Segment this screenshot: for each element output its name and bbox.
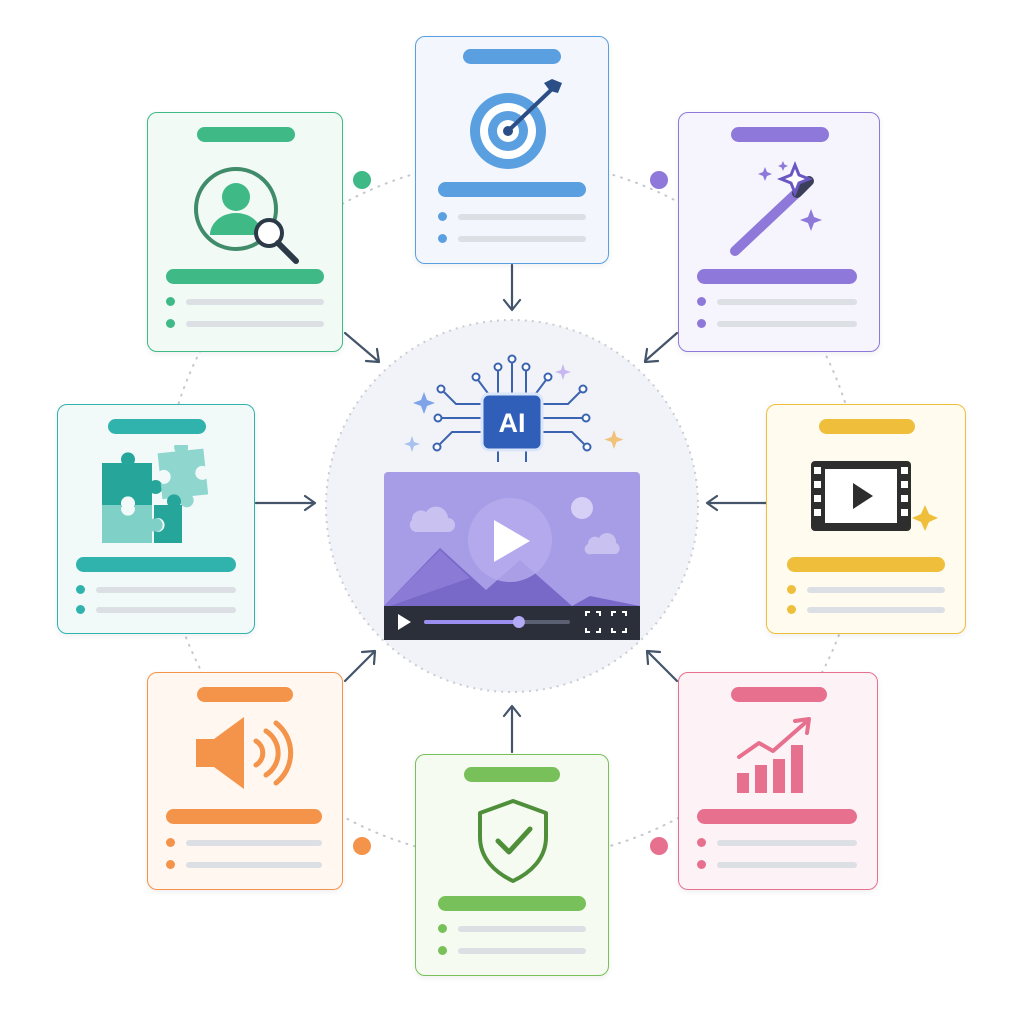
sparkle-icon [404, 436, 420, 452]
card-content-bar [697, 269, 857, 284]
ai-chip [480, 392, 544, 452]
card-bullet-dot [166, 319, 175, 328]
card-bullet-dot [697, 297, 706, 306]
hub-dot-bottom-left [353, 837, 371, 855]
card-title-bar [197, 687, 293, 702]
controls-play-icon [398, 614, 411, 630]
cloud-icon [584, 533, 620, 555]
sparkle-icon [604, 430, 624, 449]
card-text-line [717, 321, 857, 327]
hub-dot-top-right [650, 171, 668, 189]
card-title-bar [464, 767, 560, 782]
card-bullet-dot [76, 585, 85, 594]
circuit-nodes [432, 354, 592, 452]
progress-knob [512, 616, 525, 628]
video-player [384, 472, 640, 640]
card-text-line [96, 607, 236, 613]
card-audio[interactable] [147, 672, 343, 890]
card-text-line [807, 607, 945, 613]
sparkle-icon [555, 364, 571, 380]
ai-hub: AI [325, 319, 699, 693]
card-text-line [186, 862, 322, 868]
card-bullet-dot [166, 297, 175, 306]
card-bullet-dot [438, 234, 447, 243]
puzzle-icon [102, 445, 209, 543]
film-play-icon [811, 461, 938, 531]
card-bullet-dot [438, 212, 447, 221]
card-audience[interactable] [147, 112, 343, 352]
hub-dot-bottom-right [650, 837, 668, 855]
card-text-line [458, 948, 586, 954]
target-arrow-icon [470, 79, 562, 169]
card-bullet-dot [697, 838, 706, 847]
card-content-bar [438, 896, 586, 911]
card-title-bar [819, 419, 915, 434]
card-bullet-dot [438, 946, 447, 955]
card-title-bar [731, 687, 827, 702]
hub-dot-top-left [353, 171, 371, 189]
connectors [254, 263, 768, 754]
card-title-bar [731, 127, 829, 142]
card-text-line [807, 587, 945, 593]
card-text-line [458, 214, 586, 220]
shield-check-icon [478, 799, 548, 883]
card-content-bar [76, 557, 236, 572]
card-bullet-dot [166, 860, 175, 869]
card-text-line [186, 321, 324, 327]
card-content-bar [697, 809, 857, 824]
card-bullet-dot [697, 860, 706, 869]
card-magic[interactable] [678, 112, 880, 352]
progress-fill [424, 620, 519, 624]
arrow-magic-to-hub [643, 331, 679, 364]
arrow-assembly-to-hub [254, 494, 317, 512]
card-assembly[interactable] [57, 404, 255, 634]
play-icon [494, 520, 530, 562]
card-title-bar [197, 127, 295, 142]
card-bullet-dot [697, 319, 706, 328]
card-growth[interactable] [678, 672, 878, 890]
card-text-line [186, 840, 322, 846]
card-title-bar [108, 419, 206, 434]
arrow-video-to-hub [705, 494, 768, 512]
user-search-icon [194, 167, 299, 264]
card-text-line [717, 840, 857, 846]
card-content-bar [787, 557, 945, 572]
magic-wand-icon [730, 160, 822, 256]
card-bullet-dot [76, 605, 85, 614]
arrow-growth-to-hub [645, 649, 679, 683]
ai-chip-label: AI [499, 408, 526, 438]
card-text-line [458, 236, 586, 242]
card-text-line [96, 587, 236, 593]
card-title-bar [463, 49, 561, 64]
card-bullet-dot [166, 838, 175, 847]
card-security[interactable] [415, 754, 609, 976]
card-bullet-dot [787, 585, 796, 594]
sparkle-icon [413, 392, 435, 414]
card-bullet-dot [438, 924, 447, 933]
fullscreen-icon [585, 611, 627, 633]
card-goal[interactable] [415, 36, 609, 264]
card-video[interactable] [766, 404, 966, 634]
card-text-line [717, 299, 857, 305]
card-content-bar [438, 182, 586, 197]
growth-chart-icon [737, 717, 811, 793]
video-mountains-light [384, 550, 470, 608]
sun-icon [571, 497, 593, 519]
card-text-line [717, 862, 857, 868]
card-bullet-dot [787, 605, 796, 614]
arrow-audience-to-hub [343, 331, 381, 364]
card-text-line [458, 926, 586, 932]
arrow-audio-to-hub [343, 649, 377, 683]
card-content-bar [166, 269, 324, 284]
cloud-icon [409, 506, 455, 532]
card-text-line [186, 299, 324, 305]
arrow-security-to-hub [502, 704, 522, 754]
card-content-bar [166, 809, 322, 824]
speaker-icon [196, 717, 294, 789]
arrow-goal-to-hub [502, 263, 522, 312]
